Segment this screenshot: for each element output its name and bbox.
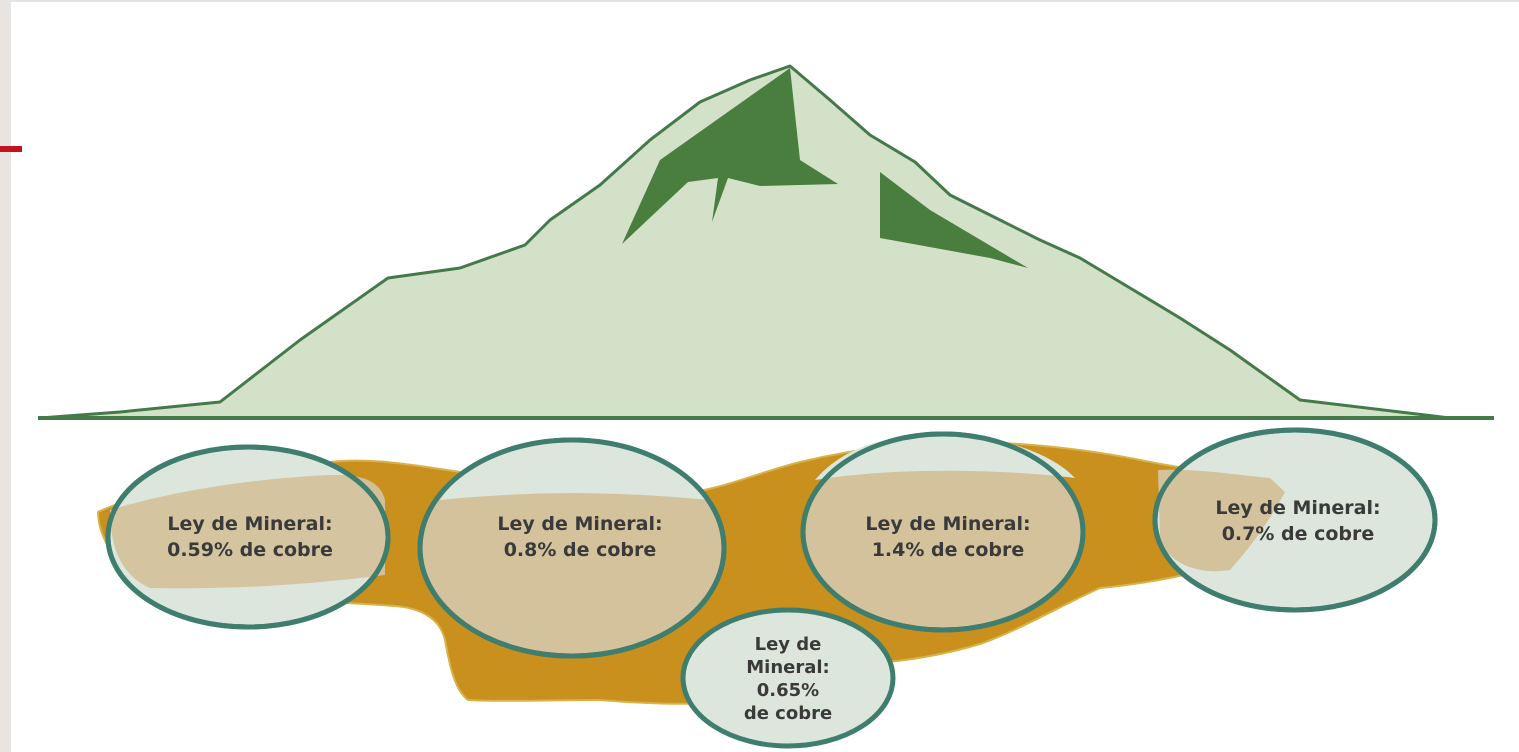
zone-light-cap [440,440,710,500]
zone-circle [680,607,896,749]
mountain-patch-right [880,172,1028,268]
zone-circle-outline [417,437,727,659]
zone-circle-outline [1152,427,1438,613]
zone-circle-outline [800,431,1086,633]
zone-label-line2: 0.59% de cobre [167,539,333,561]
zone-label-line1: Ley de Mineral: [865,513,1030,535]
zone-label-line2: 1.4% de cobre [872,539,1025,561]
zone-label-line2: 0.8% de cobre [504,539,657,561]
left-edge-bar [0,0,11,752]
zone-label-line3: 0.65% [757,680,819,701]
mountain-patch-left [622,68,838,244]
grade-zone-2: Ley de Mineral: 0.8% de cobre [417,437,727,659]
zone-label-line1: Ley de Mineral: [167,513,332,535]
top-border-line [0,0,1519,2]
grade-zone-1: Ley de Mineral: 0.59% de cobre [105,444,391,630]
zone-label-line2: 0.7% de cobre [1222,523,1375,545]
red-accent-mark [0,146,22,152]
zone-label-line4: de cobre [744,703,832,724]
grade-zone-5: Ley de Mineral: 0.65% de cobre [680,607,896,749]
zone-label-line2: Mineral: [746,657,830,678]
zone-label-line1: Ley de [755,634,822,655]
grade-zone-4: Ley de Mineral: 0.7% de cobre [1152,427,1438,613]
zone-circle-outline [105,444,391,630]
zone-ore-tint [110,474,385,589]
zone-label-line1: Ley de Mineral: [1215,497,1380,519]
zone-ore-tint [1158,469,1285,572]
mountain [38,64,1452,420]
zone-label-line1: Ley de Mineral: [497,513,662,535]
grade-zone-3: Ley de Mineral: 1.4% de cobre [800,431,1086,633]
